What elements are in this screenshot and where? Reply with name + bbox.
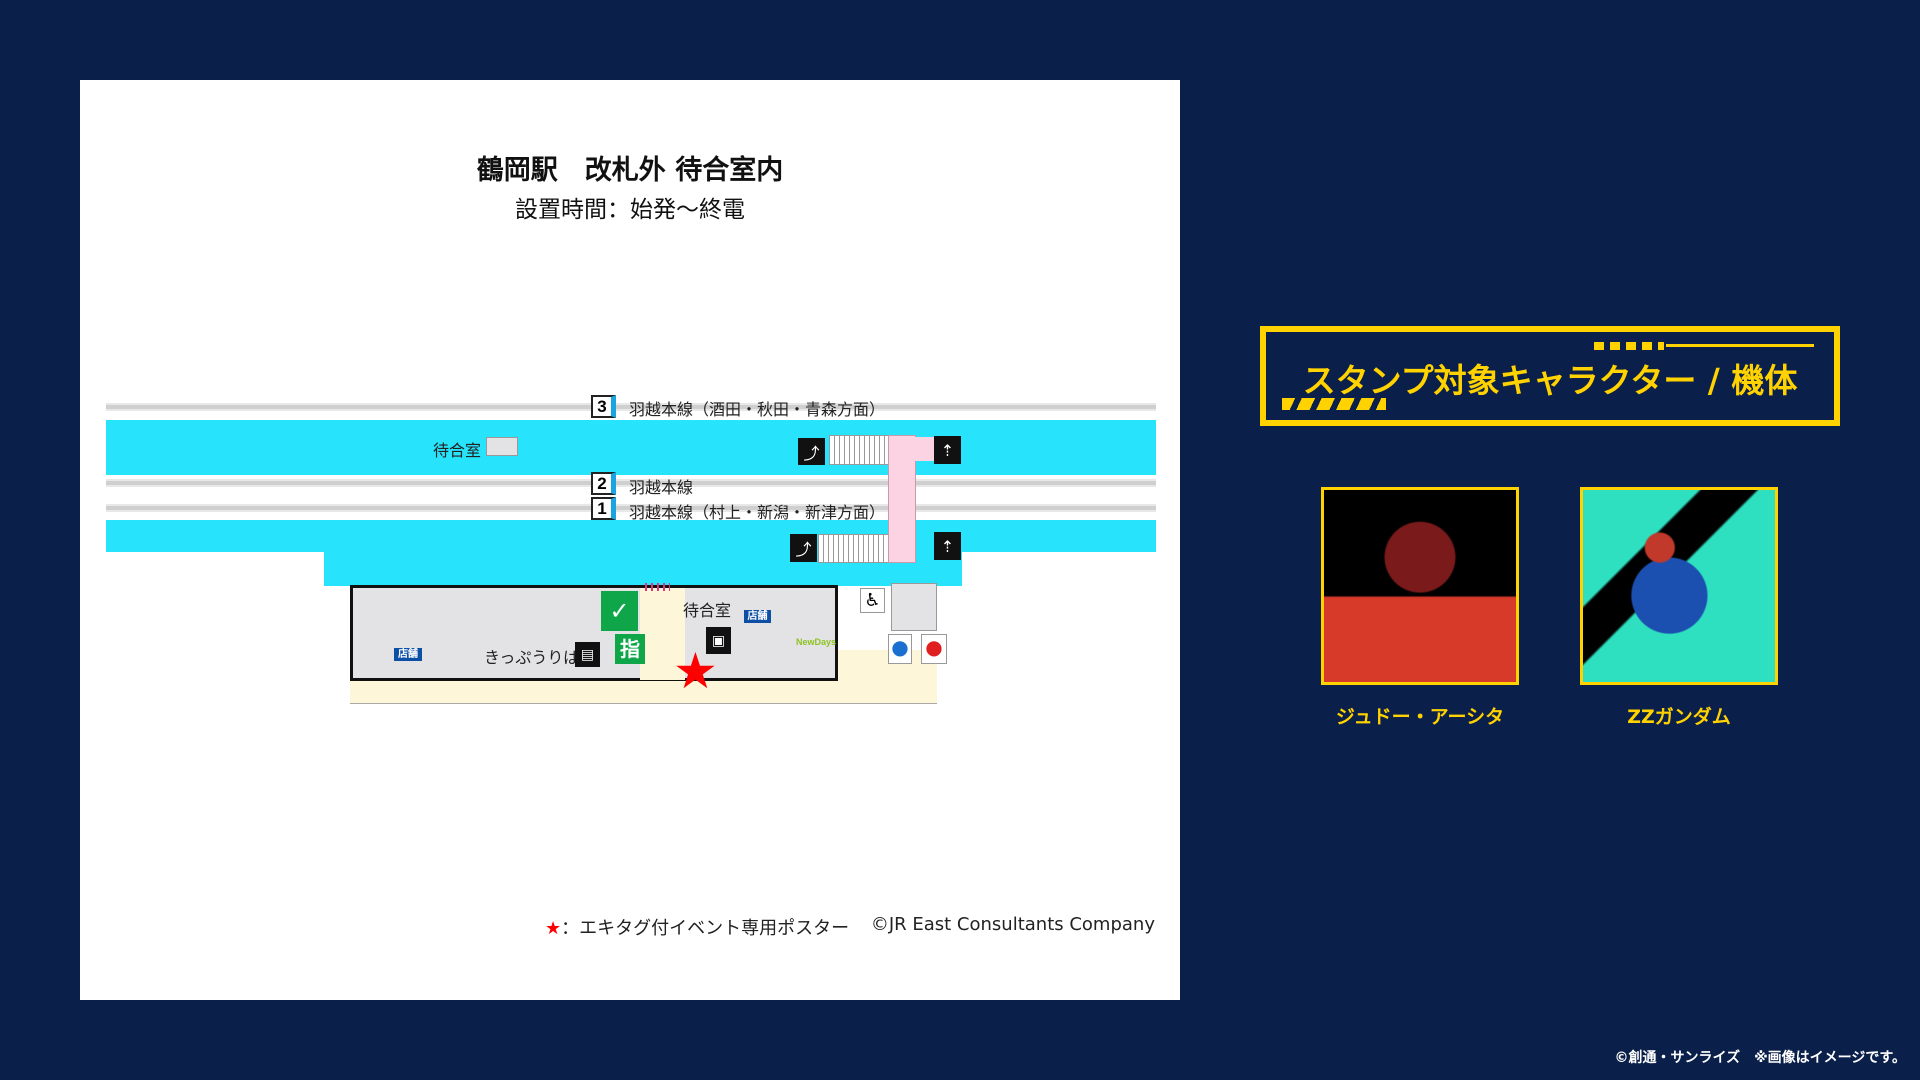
character-name: ジュドー・アーシタ: [1335, 706, 1505, 728]
reserved-seat-icon: 指: [615, 634, 645, 664]
track-2: [106, 479, 1156, 487]
footer-copyright: ©創通・サンライズ ※画像はイメージです。: [1614, 1050, 1906, 1066]
lower-platform: [106, 520, 1156, 552]
womens-restroom-icon: ●: [921, 634, 947, 664]
platform-waiting-room: [486, 437, 518, 456]
track-1: [106, 504, 1156, 512]
upper-platform: [106, 420, 1156, 475]
character-image-judau: [1321, 487, 1519, 685]
concourse-floor: [350, 680, 937, 704]
track-label-1: 羽越本線（村上・新潟・新津方面）: [629, 503, 886, 522]
track-sign-1: 1: [591, 497, 616, 520]
locker-icon: ▣: [706, 627, 731, 654]
track-sign-2: 2: [591, 472, 616, 495]
stamp-heading: スタンプ対象キャラクター / 機体: [1302, 361, 1798, 400]
ticket-office-label: きっぷうりば: [484, 648, 580, 667]
escalator-icon: ⤴: [790, 534, 817, 562]
legend: ★：エキタグ付イベント専用ポスター: [545, 914, 849, 940]
waiting-room-label: 待合室: [683, 601, 732, 620]
elevator-icon: ⇡: [934, 532, 961, 560]
poster-location-star: ★: [673, 642, 718, 700]
shop-badge: 店舗: [744, 610, 771, 623]
wheelchair-icon: ♿: [860, 588, 885, 613]
track-sign-3: 3: [591, 395, 616, 418]
track-3: [106, 403, 1156, 411]
track-label-2: 羽越本線: [629, 478, 694, 497]
legend-star-icon: ★: [545, 918, 562, 939]
decor-line: [1666, 344, 1814, 347]
footbridge: [888, 435, 916, 563]
decor-dashes: [1594, 342, 1664, 350]
shop-badge: 店舗: [394, 648, 422, 661]
lower-stairs: [818, 534, 890, 563]
map-subtitle: 設置時間：始発～終電: [515, 197, 745, 223]
escalator-icon: ⤴: [798, 438, 825, 465]
mobile-suit-name: ZZガンダム: [1627, 706, 1731, 728]
upper-stairs: [829, 435, 889, 465]
newdays-logo: NewDays: [796, 637, 837, 647]
decor-stripes: [1282, 398, 1386, 410]
ticket-machine-icon: ▤: [575, 642, 600, 667]
legend-text: ：エキタグ付イベント専用ポスター: [561, 918, 850, 939]
map-copyright: ©JR East Consultants Company: [870, 914, 1155, 935]
ticket-gate: [645, 583, 670, 591]
corridor: [640, 588, 685, 680]
footbridge-landing: [914, 437, 936, 461]
stamp-heading-box: スタンプ対象キャラクター / 機体: [1260, 326, 1840, 426]
restroom-room: [891, 583, 937, 631]
elevator-icon: ⇡: [934, 436, 961, 464]
track-label-3: 羽越本線（酒田・秋田・青森方面）: [629, 400, 886, 419]
map-title: 鶴岡駅 改札外 待合室内: [476, 155, 784, 186]
green-window-icon: ✓: [601, 591, 638, 631]
platform-waiting-room-label: 待合室: [433, 441, 482, 460]
mobile-suit-image-zz-gundam: [1580, 487, 1778, 685]
corridor-east: [838, 650, 937, 682]
mens-restroom-icon: ●: [888, 634, 912, 664]
